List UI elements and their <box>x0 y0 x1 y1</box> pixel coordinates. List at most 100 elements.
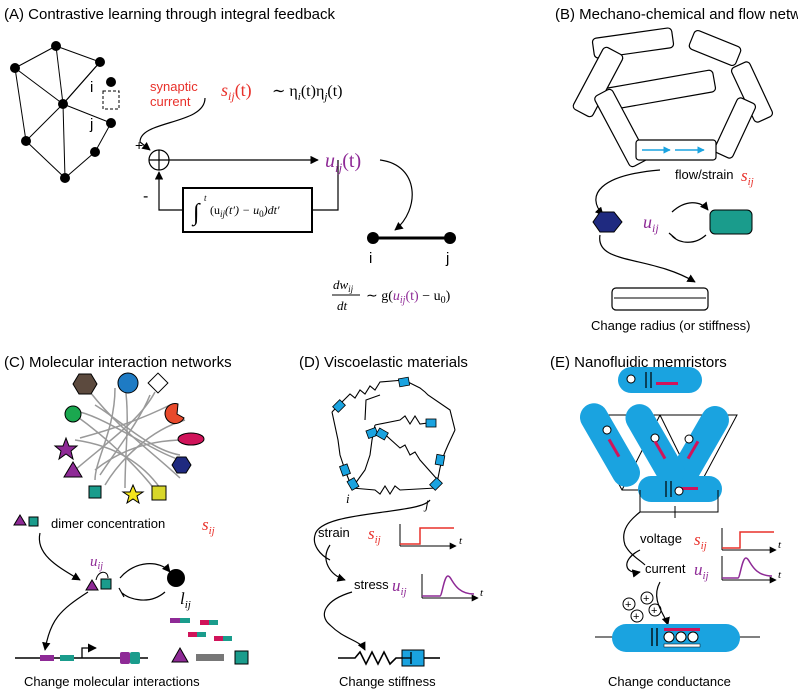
flow-s-ij: sij <box>741 166 754 188</box>
svg-text:dt: dt <box>337 298 348 313</box>
panel-d: (D) Viscoelastic materials i j strai <box>299 354 484 689</box>
current-to-channel-arrow <box>656 581 670 626</box>
svg-text:t: t <box>480 587 484 599</box>
viscoelastic-network <box>331 379 456 496</box>
summing-junction <box>148 149 170 171</box>
d-node-j: j <box>423 497 429 512</box>
integral-body: (uij(t′) − u0)dt′ <box>210 203 280 219</box>
voltage-step-plot: t <box>721 528 782 554</box>
dimer-to-complex-arrow <box>38 532 81 581</box>
current-pulse-plot: t <box>721 556 782 584</box>
voltage-label: voltage <box>640 531 682 546</box>
brown-hexagon <box>72 373 98 395</box>
navy-hexagon <box>171 456 192 474</box>
u-to-tube-arrow <box>599 234 696 283</box>
plus-sign: + <box>135 137 143 153</box>
edge-i-label: i <box>369 250 372 267</box>
e-s-ij: sij <box>694 530 707 552</box>
panel-e-title: (E) Nanofluidic memristors <box>550 354 727 371</box>
panel-c: (C) Molecular interaction networks <box>4 354 249 689</box>
interaction-curves <box>74 384 186 491</box>
current-label: current <box>645 561 686 576</box>
tube-outer <box>611 287 709 311</box>
voltage-to-current-arrow <box>626 549 641 578</box>
c-inhibition-arc <box>118 587 166 601</box>
d-s-ij: sij <box>368 524 381 546</box>
svg-text:t: t <box>778 569 782 581</box>
dimer-square <box>28 516 39 527</box>
c-u-ij: uij <box>90 554 103 572</box>
dimer-label: dimer concentration <box>51 516 165 531</box>
yellow-star <box>121 483 145 505</box>
panel-c-title: (C) Molecular interaction networks <box>4 354 232 371</box>
flow-to-u-arrow <box>594 169 661 216</box>
u-output: uij(t) <box>325 150 361 175</box>
network-nodes <box>10 41 116 183</box>
svg-text:sij(t): sij(t) <box>221 80 252 103</box>
blue-circle <box>117 372 139 394</box>
edge-ij <box>367 232 456 244</box>
e-curve-1 <box>623 511 646 566</box>
red-pacman <box>164 403 185 425</box>
panel-a: (A) Contrastive learning through integra… <box>4 6 456 313</box>
complex-to-dot-arrow <box>119 563 171 579</box>
green-circle <box>64 405 82 423</box>
panel-a-title: (A) Contrastive learning through integra… <box>4 6 336 23</box>
stress-to-element-arrow <box>323 591 366 651</box>
d-u-ij: uij <box>392 576 407 598</box>
svg-text:∼ ηi(t)ηj(t): ∼ ηi(t)ηj(t) <box>272 83 342 103</box>
svg-text:+: + <box>651 605 657 617</box>
complex-to-dna-arrow <box>42 591 89 651</box>
stress-pulse-plot: t <box>421 574 484 602</box>
interaction-pieces <box>170 618 249 665</box>
purple-star <box>53 436 79 461</box>
nanochannel <box>595 624 760 652</box>
svg-text:t: t <box>778 539 782 551</box>
complex-square <box>100 578 112 590</box>
yellow-square <box>151 485 167 501</box>
panel-e-caption: Change conductance <box>608 674 731 689</box>
feedback-arrow <box>154 171 183 211</box>
stress-label: stress <box>354 577 389 592</box>
teal-enzyme <box>709 209 753 235</box>
spring-dashpot-element <box>338 649 440 667</box>
node-j-label: j <box>89 116 93 133</box>
panel-c-caption: Change molecular interactions <box>24 674 200 689</box>
strain-to-stress-arrow <box>325 544 346 582</box>
synaptic-label: synaptic <box>150 79 198 94</box>
svg-text:∼ g(uij(t) − u0): ∼ g(uij(t) − u0) <box>366 289 451 306</box>
panel-d-title: (D) Viscoelastic materials <box>299 354 468 371</box>
svg-text:+: + <box>625 599 631 611</box>
weight-update-rule: dwij dt ∼ g(uij(t) − u0) <box>332 277 451 313</box>
dashpots <box>332 376 446 491</box>
black-molecule <box>167 569 185 587</box>
activation-arrow <box>671 201 709 213</box>
svg-text:t: t <box>459 535 463 547</box>
s-to-sum-arrow <box>139 97 206 151</box>
self-loop <box>95 571 109 581</box>
edge-j-label: j <box>445 250 449 267</box>
integral-upper: t <box>204 193 207 203</box>
purple-triangle <box>63 461 83 478</box>
integrator-block <box>182 187 313 233</box>
white-diamond <box>147 372 169 394</box>
b-u-ij: uij <box>643 212 659 235</box>
panel-b: (B) Mechano-chemical and flow networks f… <box>555 6 798 333</box>
flow-label: flow/strain <box>675 167 734 182</box>
e-u-ij: uij <box>694 560 709 582</box>
hexagon-molecule <box>592 211 623 233</box>
panel-b-caption: Change radius (or stiffness) <box>591 318 750 333</box>
network-graph <box>14 45 120 179</box>
integral-sign: ∫ <box>191 200 201 227</box>
svg-text:+: + <box>633 611 639 623</box>
svg-text:dwij: dwij <box>333 277 354 294</box>
ion-cluster: + + + + <box>622 591 662 623</box>
c-s-ij: sij <box>202 515 215 537</box>
feedback-line <box>312 160 339 211</box>
d-node-i: i <box>346 491 350 506</box>
current-label: current <box>150 94 191 109</box>
d-curve-1 <box>313 499 431 561</box>
strain-step-plot: t <box>399 524 463 550</box>
